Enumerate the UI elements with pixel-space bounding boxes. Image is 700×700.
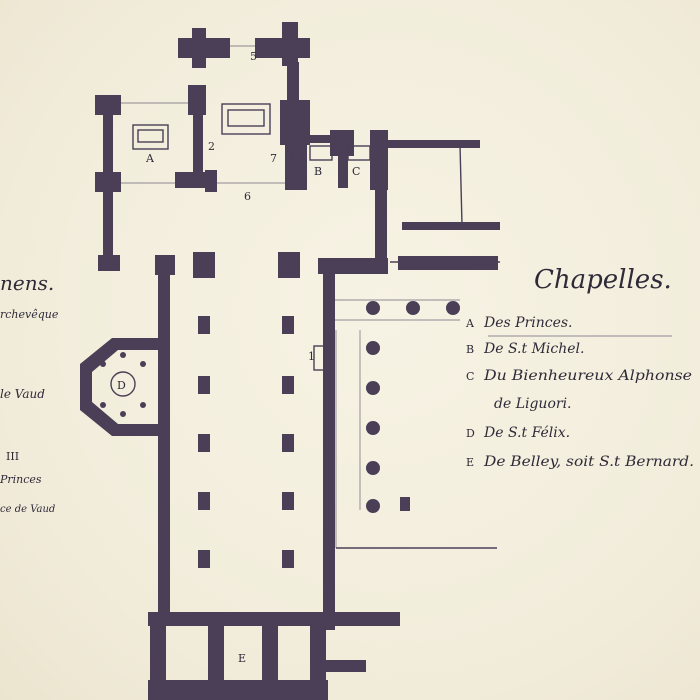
label-chapel-a: A <box>145 152 155 165</box>
legend-item-e: De Belley, soit S.t Bernard. <box>483 454 694 470</box>
legend-left-line-4: Princes <box>0 473 42 486</box>
legend-item-c: Du Bienheureux Alphonse <box>483 368 692 384</box>
legend-key-d: D <box>466 427 475 440</box>
label-chapel-b: B <box>314 165 322 178</box>
legend-key-b: B <box>466 343 474 356</box>
nave-piers <box>198 316 294 568</box>
legend-key-c: C <box>466 370 474 383</box>
legend-item-a: Des Princes. <box>483 315 573 331</box>
legend-item-b: De S.t Michel. <box>483 341 584 357</box>
legend-left-line-2: le Vaud <box>0 387 45 401</box>
label-num-6: 6 <box>244 190 251 203</box>
plan-letters: A B C D E 1 2 5 6 7 <box>117 50 360 665</box>
legend-item-d: De S.t Félix. <box>483 425 570 441</box>
legend-right: Chapelles. A Des Princes. B De S.t Miche… <box>465 265 694 470</box>
legend-left: nens. rchevêque le Vaud III Princes ce d… <box>0 271 59 515</box>
legend-left-line-1: rchevêque <box>0 308 59 321</box>
aisle-piers <box>366 301 460 513</box>
label-num-2: 2 <box>208 140 215 153</box>
legend-left-heading: nens. <box>0 271 54 295</box>
legend-key-a: A <box>465 317 475 330</box>
label-num-1: 1 <box>308 350 315 363</box>
label-chapel-d: D <box>117 379 126 392</box>
legend-left-line-5: ce de Vaud <box>0 504 55 515</box>
altars <box>132 103 371 371</box>
legend-left-line-3: III <box>6 450 19 463</box>
chapel-d-detail <box>100 352 146 417</box>
legend-heading: Chapelles. <box>534 265 672 295</box>
label-num-5: 5 <box>250 50 257 63</box>
legend-item-c-cont: de Liguori. <box>494 396 572 412</box>
legend-key-e: E <box>466 456 474 469</box>
label-num-7: 7 <box>270 152 277 165</box>
label-chapel-e: E <box>238 652 246 665</box>
label-chapel-c: C <box>352 165 360 178</box>
walls <box>80 22 500 700</box>
